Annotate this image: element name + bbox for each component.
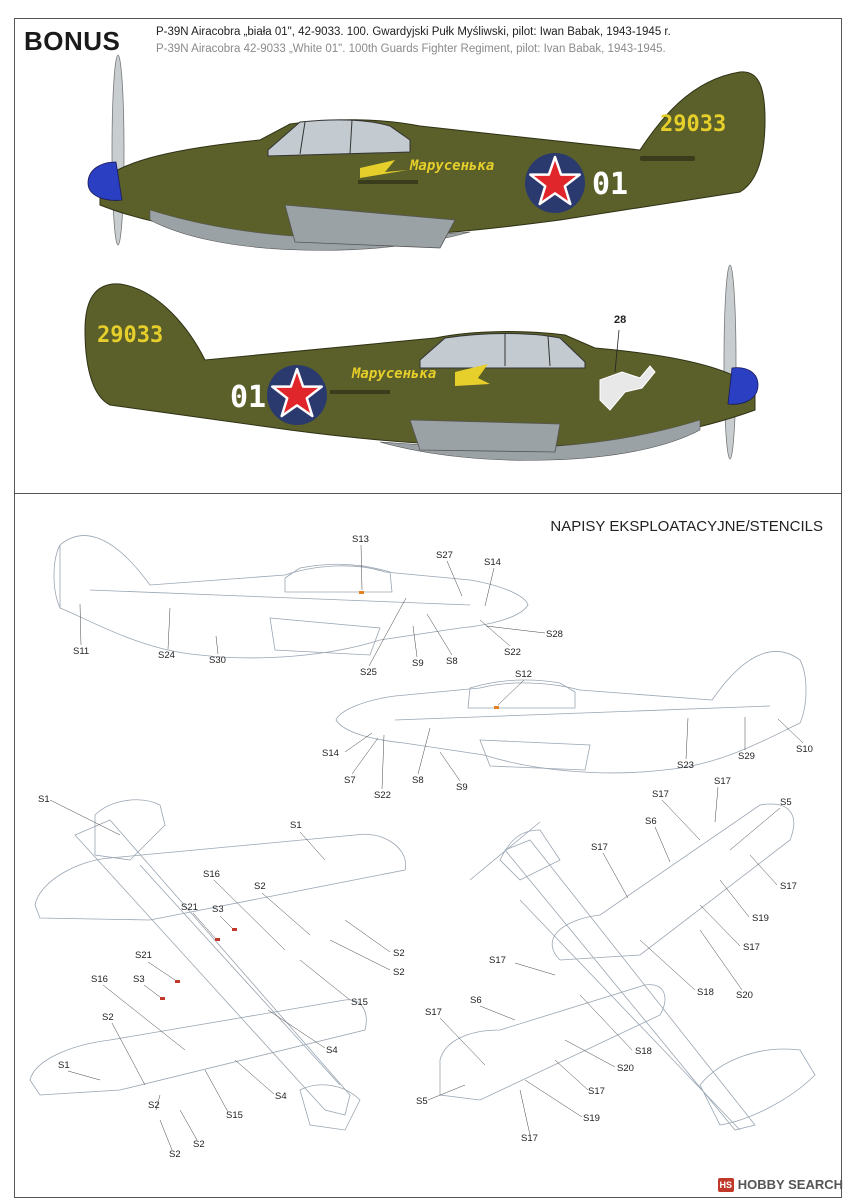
svg-text:S6: S6 [470, 995, 482, 1006]
svg-text:S20: S20 [736, 990, 753, 1001]
side-number-left: 01 [592, 167, 628, 202]
svg-text:S4: S4 [275, 1091, 287, 1102]
red-star-roundel-left [523, 151, 587, 215]
svg-text:S8: S8 [446, 656, 458, 667]
svg-text:S2: S2 [393, 948, 405, 959]
svg-text:S23: S23 [677, 760, 694, 771]
svg-text:S21: S21 [135, 950, 152, 961]
svg-text:S9: S9 [456, 782, 468, 793]
stencil-side-view-upper [53, 535, 529, 659]
svg-text:S10: S10 [796, 744, 813, 755]
bonus-label: BONUS [24, 26, 121, 56]
caption-polish: P-39N Airacobra „biała 01", 42-9033. 100… [156, 26, 671, 38]
svg-text:S29: S29 [738, 751, 755, 762]
svg-text:S24: S24 [158, 650, 175, 661]
svg-text:S28: S28 [546, 629, 563, 640]
stencil-top-view [29, 799, 407, 1131]
svg-text:S17: S17 [780, 881, 797, 892]
nose-name-left: Марусенька [409, 158, 494, 174]
stencil-top-view-labels: S1 S1 S16 S2 S21 S3 S2 S2 S21 S3 S16 S15… [38, 794, 405, 1160]
hobby-search-logo-icon: HS [717, 1177, 734, 1192]
svg-text:S12: S12 [515, 669, 532, 680]
svg-text:S16: S16 [203, 869, 220, 880]
svg-text:S2: S2 [148, 1100, 160, 1111]
svg-text:S2: S2 [193, 1139, 205, 1150]
stencil-panel-frame [14, 493, 842, 1198]
nose-name-right: Марусенька [351, 366, 436, 382]
tail-serial-right: 29033 [97, 323, 163, 348]
svg-text:S9: S9 [412, 658, 424, 669]
tail-serial-left: 29033 [660, 112, 726, 137]
svg-text:S16: S16 [91, 974, 108, 985]
svg-text:S22: S22 [374, 790, 391, 801]
stencils-heading: NAPISY EKSPLOATACYJNE/STENCILS [550, 518, 823, 535]
svg-text:S7: S7 [344, 775, 356, 786]
svg-text:S2: S2 [169, 1149, 181, 1160]
watermark-text: HOBBY SEARCH [737, 1177, 843, 1192]
callout-28: 28 [614, 314, 626, 326]
side-number-right: 01 [230, 380, 266, 415]
svg-text:S19: S19 [583, 1113, 600, 1124]
svg-text:S17: S17 [489, 955, 506, 966]
svg-text:S5: S5 [780, 797, 792, 808]
svg-text:S8: S8 [412, 775, 424, 786]
svg-text:S20: S20 [617, 1063, 634, 1074]
red-star-roundel-right [265, 363, 329, 427]
svg-text:S1: S1 [290, 820, 302, 831]
svg-text:S2: S2 [254, 881, 266, 892]
profile-right-side: 29033 Марусенька 01 28 [84, 264, 759, 461]
svg-text:S17: S17 [425, 1007, 442, 1018]
svg-text:S17: S17 [652, 789, 669, 800]
stencil-side-view-lower [335, 651, 807, 774]
bonus-panel-frame [14, 18, 842, 494]
svg-text:S15: S15 [351, 997, 368, 1008]
svg-text:S18: S18 [635, 1046, 652, 1057]
svg-text:S22: S22 [504, 647, 521, 658]
stencil-side-view-upper-labels: S13 S27 S14 S11 S24 S30 S25 S9 S8 S22 S2… [73, 534, 563, 678]
stencil-bottom-view-labels: S17 S17 S5 S6 S17 S17 S19 S17 S18 S20 S1… [416, 776, 797, 1144]
svg-text:S17: S17 [521, 1133, 538, 1144]
svg-text:S14: S14 [322, 748, 339, 759]
svg-text:S17: S17 [588, 1086, 605, 1097]
caption-english: P-39N Airacobra 42-9033 „White 01". 100t… [156, 43, 666, 55]
svg-text:S15: S15 [226, 1110, 243, 1121]
profile-left-side: 29033 Марусенька 01 [87, 54, 766, 251]
svg-text:S1: S1 [58, 1060, 70, 1071]
svg-text:S2: S2 [393, 967, 405, 978]
svg-text:S2: S2 [102, 1012, 114, 1023]
svg-text:S17: S17 [743, 942, 760, 953]
svg-text:S6: S6 [645, 816, 657, 827]
svg-text:S3: S3 [212, 904, 224, 915]
svg-text:S3: S3 [133, 974, 145, 985]
svg-text:S19: S19 [752, 913, 769, 924]
svg-text:S14: S14 [484, 557, 501, 568]
svg-text:S13: S13 [352, 534, 369, 545]
svg-text:S17: S17 [714, 776, 731, 787]
nose-art-emblem [599, 329, 656, 411]
stencil-bottom-view [439, 803, 816, 1131]
svg-text:S11: S11 [73, 646, 89, 657]
svg-text:S1: S1 [38, 794, 50, 805]
svg-text:S4: S4 [326, 1045, 338, 1056]
svg-text:S5: S5 [416, 1096, 428, 1107]
stencil-side-view-lower-labels: S12 S14 S7 S22 S8 S9 S23 S29 S10 [322, 669, 813, 801]
svg-text:S30: S30 [209, 655, 226, 666]
svg-text:S21: S21 [181, 902, 198, 913]
svg-text:S17: S17 [591, 842, 608, 853]
svg-text:S18: S18 [697, 987, 714, 998]
svg-text:S25: S25 [360, 667, 377, 678]
svg-text:S27: S27 [436, 550, 453, 561]
hobby-search-watermark: HS HOBBY SEARCH [717, 1177, 843, 1192]
